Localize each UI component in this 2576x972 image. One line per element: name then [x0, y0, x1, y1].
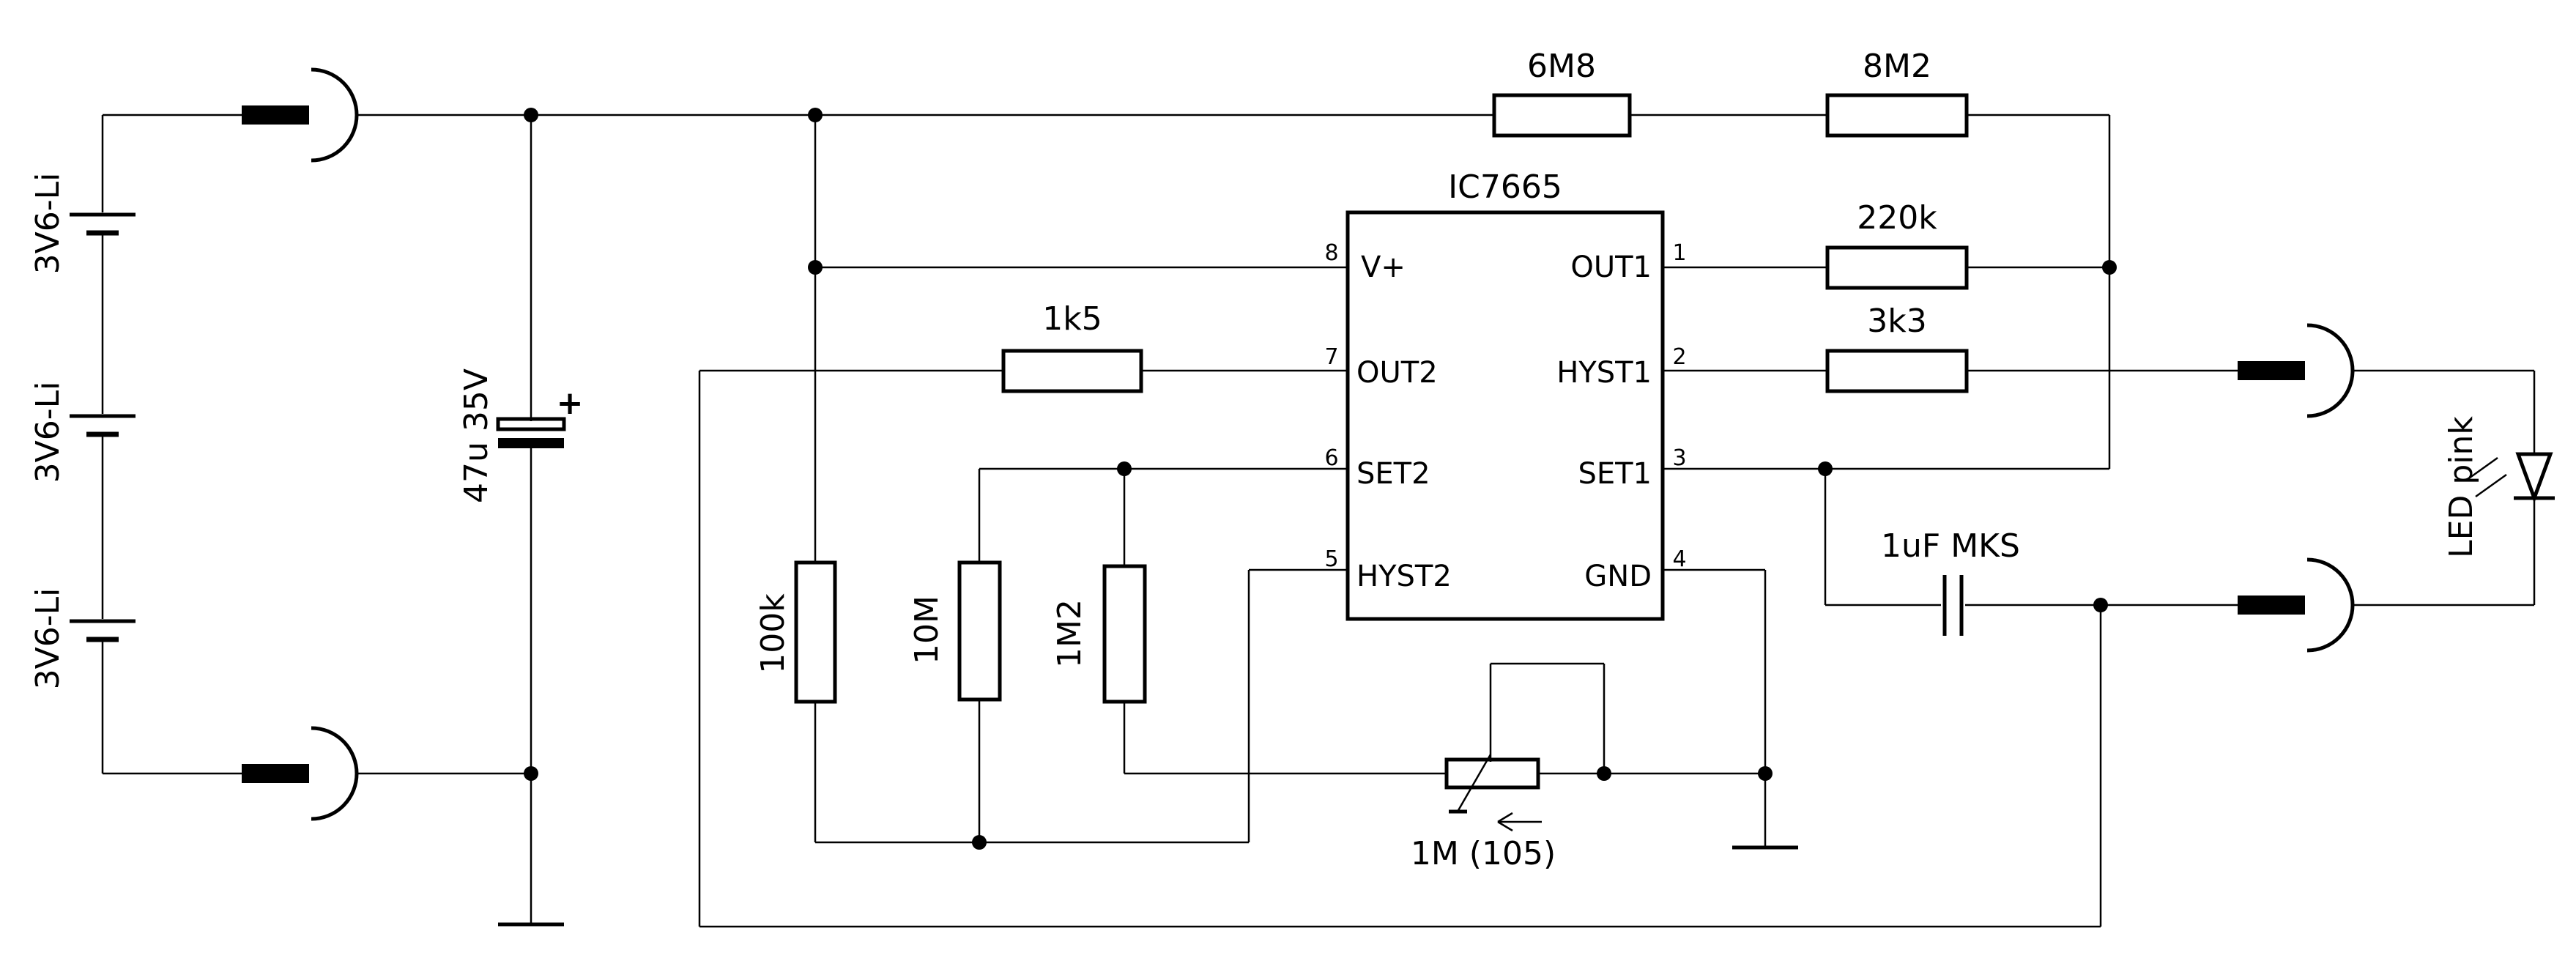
- pin4-name: GND: [1584, 560, 1652, 593]
- trimmer-potentiometer[interactable]: 1M (105): [1411, 754, 1556, 872]
- potentiometer-label: 1M (105): [1411, 835, 1556, 872]
- pin8-num: 8: [1324, 240, 1338, 266]
- capacitor-polarity: +: [557, 385, 584, 422]
- resistor-10m[interactable]: 10M: [908, 560, 1002, 702]
- pin6-name: SET2: [1356, 457, 1430, 491]
- battery-label-3: 3V6-Li: [29, 588, 67, 690]
- pin2-name: HYST1: [1556, 356, 1652, 390]
- pin1-name: OUT1: [1570, 251, 1652, 284]
- led-label: LED pink: [2443, 416, 2480, 558]
- resistor-100k-label: 100k: [754, 593, 792, 674]
- junction-cap-bottom: [524, 766, 538, 781]
- resistor-8m2[interactable]: 8M2: [1825, 48, 1969, 138]
- ic-chip[interactable]: IC7665 V+ OUT2 SET2 HYST2 OUT1 HYST1 SET…: [1324, 168, 1687, 621]
- pin4-num: 4: [1672, 546, 1686, 572]
- battery-connector-top[interactable]: [242, 67, 531, 163]
- resistor-1k5[interactable]: 1k5: [1001, 300, 1143, 393]
- resistor-6m8[interactable]: 6M8: [1492, 48, 1632, 138]
- pin1-num: 1: [1672, 240, 1686, 266]
- resistor-10m-label: 10M: [908, 596, 946, 664]
- battery-cell-1: [70, 212, 136, 236]
- film-capacitor[interactable]: 1uF MKS: [1881, 527, 2020, 636]
- resistor-3k3-label: 3k3: [1867, 303, 1926, 340]
- pin8-name: V+: [1361, 251, 1406, 284]
- led-diode: LED pink: [2443, 371, 2555, 605]
- resistor-1m2-label: 1M2: [1051, 599, 1088, 668]
- junction-bottom-left: [972, 835, 987, 850]
- pin5-name: HYST2: [1356, 560, 1452, 593]
- electrolytic-capacitor: + 47u 35V: [458, 115, 584, 927]
- pin6-num: 6: [1324, 445, 1338, 471]
- junction-rail-left: [808, 108, 823, 122]
- resistor-100k[interactable]: 100k: [754, 560, 837, 704]
- resistor-6m8-label: 6M8: [1527, 48, 1596, 85]
- film-cap-label: 1uF MKS: [1881, 527, 2020, 565]
- capacitor-label: 47u 35V: [458, 368, 495, 503]
- resistor-1k5-label: 1k5: [1042, 300, 1102, 338]
- pin7-name: OUT2: [1356, 356, 1438, 390]
- junction-pot-wiper: [1597, 766, 1611, 781]
- pin3-num: 3: [1672, 445, 1686, 471]
- junction-vplus: [808, 260, 823, 275]
- resistor-1m2[interactable]: 1M2: [1051, 564, 1147, 704]
- led-connector-top[interactable]: [2238, 323, 2534, 418]
- battery-cell-2: [70, 414, 136, 437]
- ic-name: IC7665: [1448, 168, 1562, 206]
- pin5-num: 5: [1324, 546, 1338, 572]
- pin3-name: SET1: [1578, 457, 1652, 491]
- resistor-8m2-label: 8M2: [1863, 48, 1931, 85]
- pin2-num: 2: [1672, 344, 1686, 370]
- pin7-num: 7: [1324, 344, 1338, 370]
- resistor-3k3[interactable]: 3k3: [1825, 303, 1969, 393]
- battery-cell-3: [70, 619, 136, 642]
- battery-connector-bottom[interactable]: [242, 726, 531, 821]
- top-rail: [531, 114, 2111, 842]
- battery-label-1: 3V6-Li: [29, 173, 67, 275]
- battery-stack: 3V6-Li 3V6-Li 3V6-Li: [29, 114, 242, 775]
- resistor-220k[interactable]: 220k: [1825, 199, 1969, 290]
- battery-label-2: 3V6-Li: [29, 382, 67, 483]
- resistor-220k-label: 220k: [1857, 199, 1937, 237]
- led-connector-bottom[interactable]: [2238, 557, 2534, 653]
